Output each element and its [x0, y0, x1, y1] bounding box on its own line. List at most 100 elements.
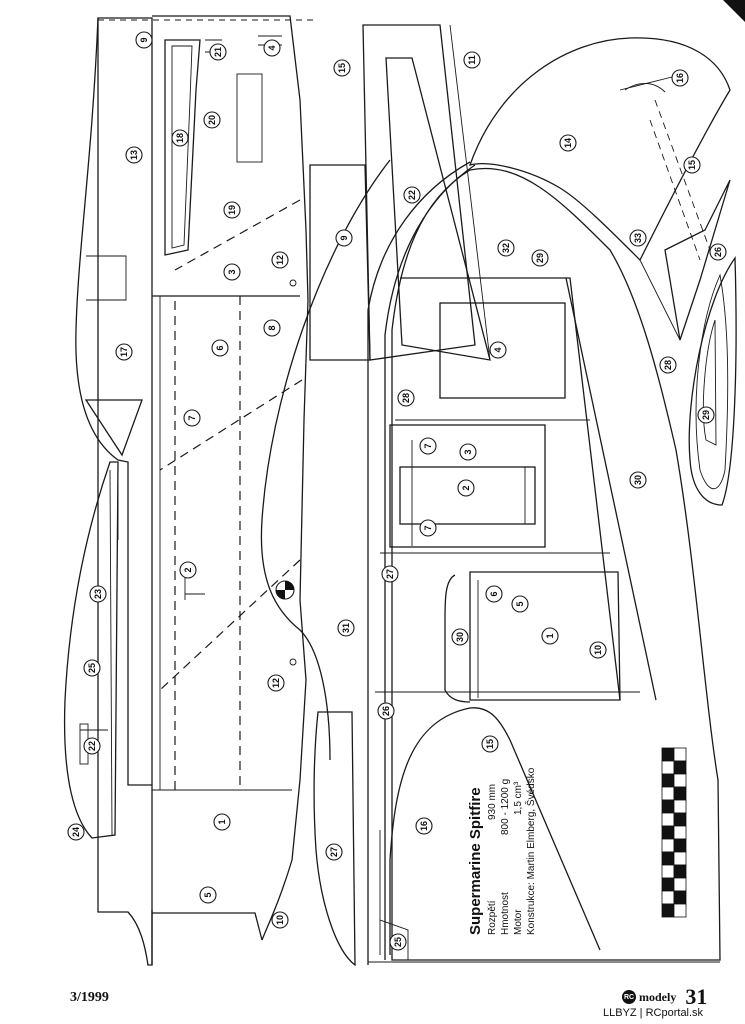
part-number: 23 — [93, 589, 103, 599]
part-callout-12: 12 — [271, 251, 289, 269]
part-callout-26: 26 — [377, 702, 395, 720]
part-number: 5 — [515, 601, 525, 606]
part-number: 19 — [227, 205, 237, 215]
part-callout-10: 10 — [589, 641, 607, 659]
part-callout-18: 18 — [171, 129, 189, 147]
part-callout-23: 23 — [89, 585, 107, 603]
part-number: 11 — [467, 55, 477, 65]
part-callout-19: 19 — [223, 201, 241, 219]
part-callout-16: 16 — [671, 69, 689, 87]
spec-label-weight: Hmotnost — [500, 892, 511, 935]
part-number: 13 — [129, 150, 139, 160]
fuselage-top-view — [75, 17, 153, 966]
spec-value-motor: 1,5 cm³ — [513, 781, 524, 815]
part-callout-20: 20 — [203, 111, 221, 129]
part-callout-9: 9 — [135, 31, 153, 49]
spec-label-span: Rozpětí — [487, 900, 498, 935]
part-callout-5: 5 — [199, 886, 217, 904]
part-number: 33 — [633, 233, 643, 243]
part-callout-6: 6 — [211, 339, 229, 357]
part-callout-11: 11 — [463, 51, 481, 69]
spec-label-motor: Motor — [513, 909, 524, 935]
scale-bar-cell — [661, 747, 675, 762]
fin-rudder — [63, 461, 119, 839]
part-callout-21: 21 — [209, 43, 227, 61]
scale-bar-cell — [661, 825, 675, 840]
part-callout-15: 15 — [333, 59, 351, 77]
part-number: 25 — [87, 663, 97, 673]
part-callout-1: 1 — [213, 813, 231, 831]
part-callout-30: 30 — [451, 628, 469, 646]
part-number: 10 — [275, 915, 285, 925]
page-corner-mark — [723, 0, 745, 22]
part-number: 5 — [203, 892, 213, 897]
part-number: 32 — [501, 243, 511, 253]
part-callout-12: 12 — [267, 674, 285, 692]
part-number: 28 — [663, 360, 673, 370]
part-number: 4 — [267, 45, 277, 50]
part-callout-28: 28 — [659, 356, 677, 374]
magazine-brand: RC modely 31 — [622, 984, 707, 1010]
scale-bar-cell — [661, 773, 675, 788]
part-number: 22 — [407, 190, 417, 200]
part-number: 2 — [183, 567, 193, 572]
part-number: 10 — [593, 645, 603, 655]
rc-modely-logo-icon: RC — [622, 990, 636, 1004]
part-number: 15 — [687, 160, 697, 170]
part-number: 21 — [213, 47, 223, 57]
part-number: 26 — [381, 706, 391, 716]
scale-bar-cell — [661, 903, 675, 918]
part-callout-15: 15 — [683, 156, 701, 174]
part-callout-6: 6 — [485, 585, 503, 603]
part-callout-22: 22 — [83, 737, 101, 755]
scale-bar-cell — [673, 838, 687, 853]
scale-bar-cell — [673, 773, 687, 788]
scale-bar-cell — [673, 825, 687, 840]
part-callout-8: 8 — [263, 319, 281, 337]
part-number: 15 — [337, 63, 347, 73]
part-callout-17: 17 — [115, 343, 133, 361]
part-number: 9 — [139, 37, 149, 42]
scale-bar-cell — [661, 786, 675, 801]
part-number: 22 — [87, 741, 97, 751]
part-number: 2 — [461, 485, 471, 490]
part-number: 1 — [217, 819, 227, 824]
part-27 — [313, 711, 356, 967]
part-number: 9 — [339, 235, 349, 240]
part-number: 31 — [341, 623, 351, 633]
spec-value-weight: 800 - 1200 g — [500, 779, 511, 835]
scale-bar-cell — [673, 890, 687, 905]
part-number: 4 — [493, 347, 503, 352]
scale-bar-cell — [673, 864, 687, 879]
page-number: 31 — [685, 984, 708, 1009]
scale-bar-cell — [661, 812, 675, 827]
part-number: 30 — [633, 475, 643, 485]
scale-bar-cell — [673, 799, 687, 814]
wing-panel — [309, 24, 491, 361]
part-callout-9: 9 — [335, 229, 353, 247]
scale-bar-cell — [661, 877, 675, 892]
scale-bar-cell — [661, 799, 675, 814]
part-number: 14 — [563, 138, 573, 148]
part-number: 7 — [187, 415, 197, 420]
fuselage-side-view — [98, 15, 391, 941]
part-number: 6 — [215, 345, 225, 350]
part-number: 27 — [385, 569, 395, 579]
scale-bar-cell — [673, 786, 687, 801]
part-callout-27: 27 — [325, 843, 343, 861]
part-number: 3 — [463, 449, 473, 454]
part-number: 29 — [701, 410, 711, 420]
part-number: 7 — [423, 443, 433, 448]
part-callout-29: 29 — [531, 249, 549, 267]
part-callout-7: 7 — [183, 409, 201, 427]
scale-bar-cell — [661, 851, 675, 866]
scale-bar-cell — [661, 864, 675, 879]
scale-bar-cell — [661, 760, 675, 775]
part-number: 16 — [675, 73, 685, 83]
scale-bar-cell — [673, 760, 687, 775]
part-callout-14: 14 — [559, 134, 577, 152]
brand-name: modely — [639, 989, 677, 1004]
part-number: 6 — [489, 591, 499, 596]
part-number: 1 — [545, 633, 555, 638]
